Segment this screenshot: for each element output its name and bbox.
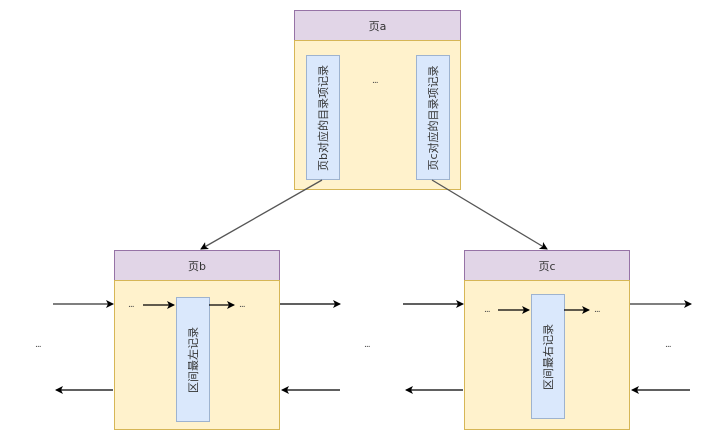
ellipsis: ...	[484, 305, 491, 315]
ellipsis-between-pages: ...	[364, 340, 371, 350]
directory-record-page-b: 页b对应的目录项记录	[306, 55, 340, 180]
page-c: 页c ... 区间最右记录 ...	[464, 250, 630, 430]
directory-record-page-b-label: 页b对应的目录项记录	[317, 64, 330, 171]
page-c-header: 页c	[464, 250, 630, 281]
page-b-header: 页b	[114, 250, 280, 281]
page-b: 页b ... 区间最左记录 ...	[114, 250, 280, 430]
ellipsis-outer-right: ...	[665, 340, 672, 350]
leftmost-record: 区间最左记录	[176, 297, 210, 422]
leftmost-record-label: 区间最左记录	[187, 326, 200, 393]
rightmost-record-label: 区间最右记录	[542, 323, 555, 390]
edge-a-to-b	[200, 179, 323, 250]
ellipsis: ...	[594, 305, 601, 315]
page-c-title: 页c	[538, 259, 556, 273]
page-a-body: 页b对应的目录项记录 ... 页c对应的目录项记录	[294, 40, 461, 190]
page-a-title: 页a	[368, 19, 387, 33]
directory-record-page-c: 页c对应的目录项记录	[416, 55, 450, 180]
page-b-title: 页b	[188, 259, 206, 273]
rightmost-record: 区间最右记录	[531, 294, 565, 419]
directory-record-page-c-label: 页c对应的目录项记录	[427, 64, 440, 171]
ellipsis-outer-left: ...	[35, 340, 42, 350]
page-c-body: ... 区间最右记录 ...	[464, 280, 630, 430]
ellipsis: ...	[239, 300, 246, 310]
page-a-header: 页a	[294, 10, 461, 41]
ellipsis: ...	[128, 300, 135, 310]
page-b-body: ... 区间最左记录 ...	[114, 280, 280, 430]
edge-a-to-c	[431, 179, 548, 250]
page-a: 页a 页b对应的目录项记录 ... 页c对应的目录项记录	[294, 10, 461, 190]
ellipsis: ...	[372, 76, 379, 86]
